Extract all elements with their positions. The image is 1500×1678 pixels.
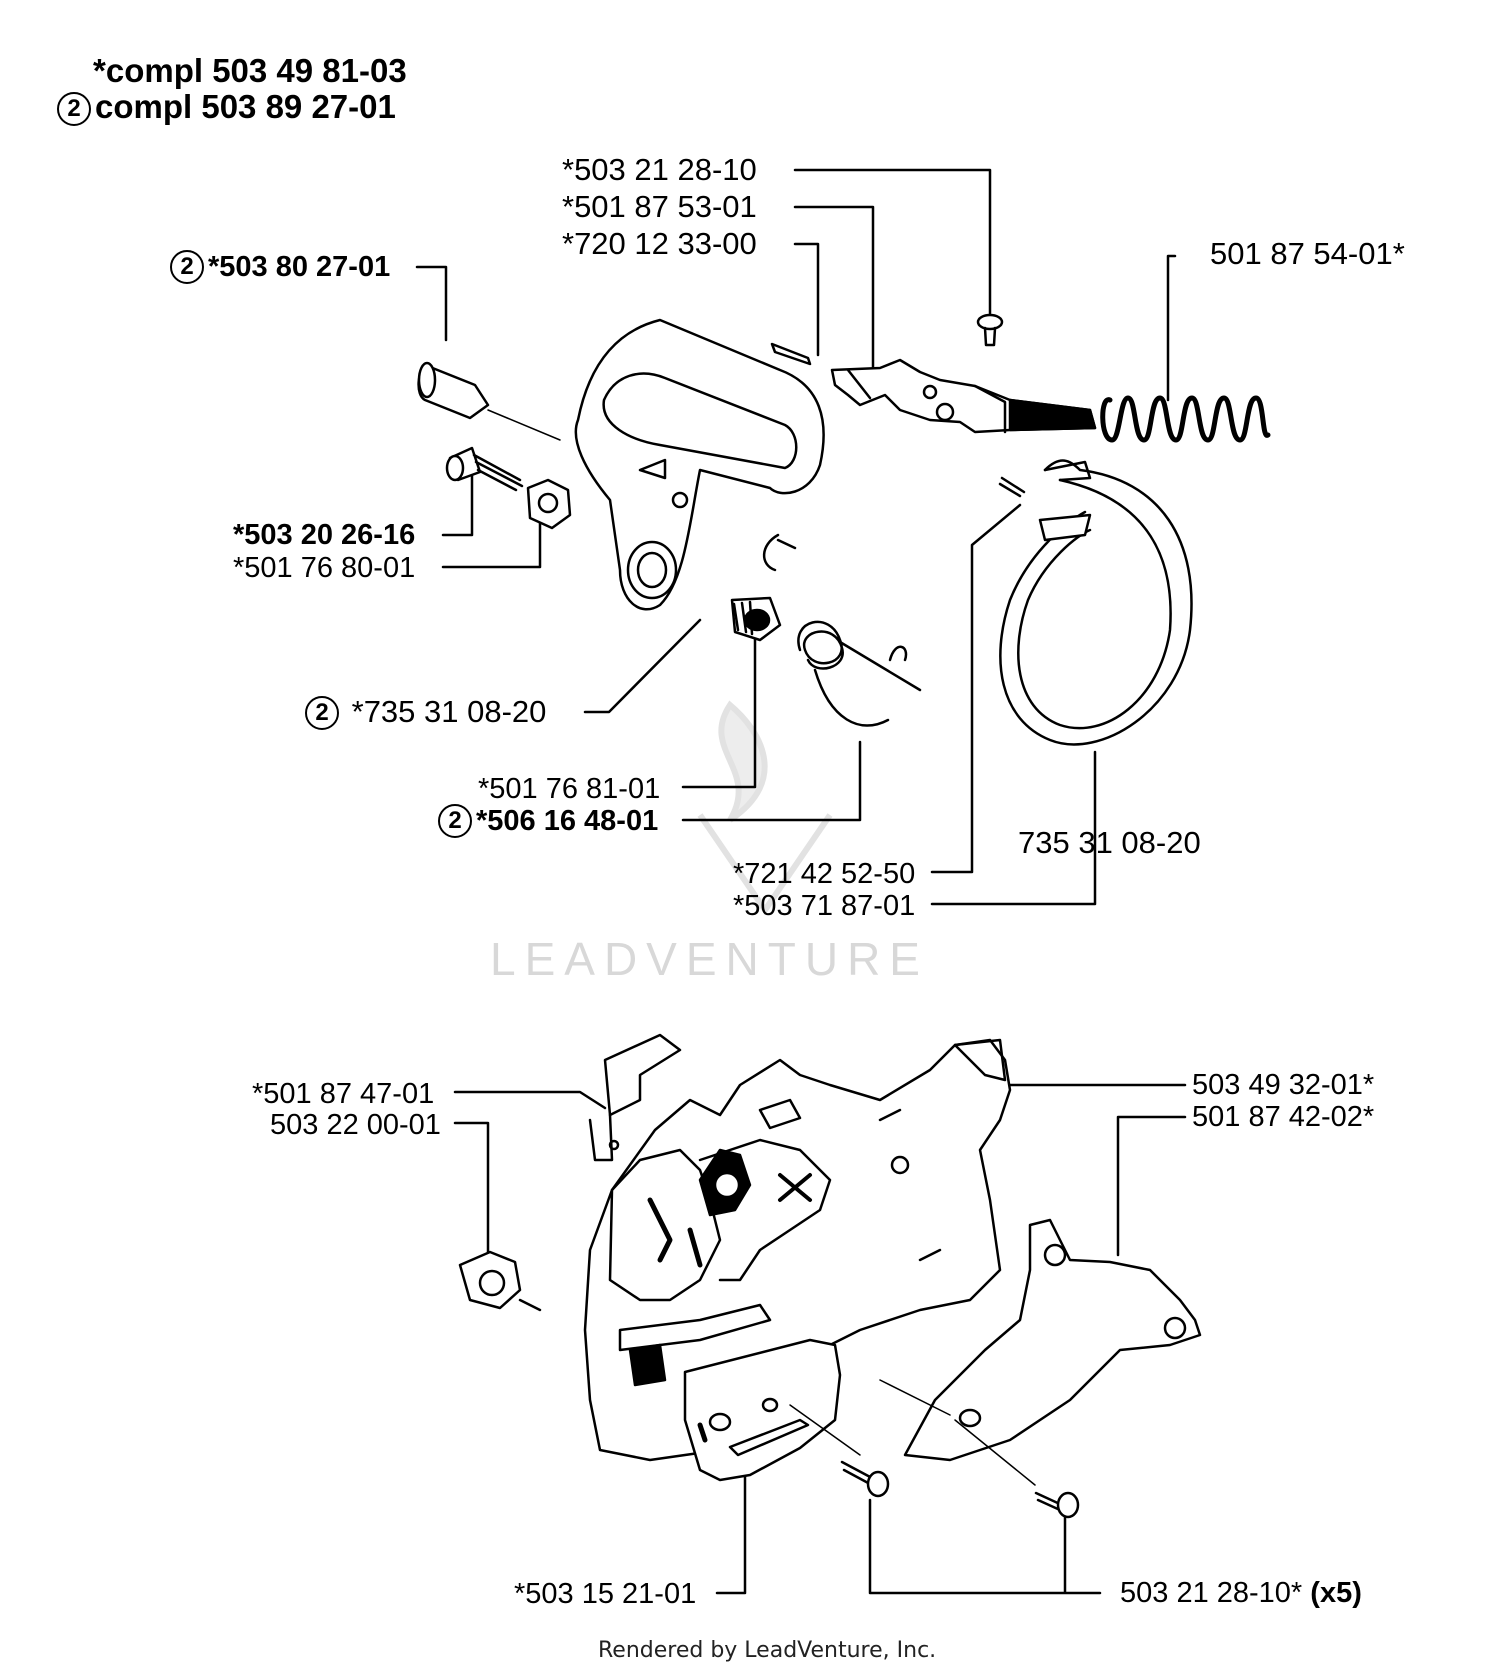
part-label-721-42-52-50: *721 42 52-50 <box>733 858 916 890</box>
leader-501768101 <box>681 623 757 789</box>
part-label-503-71-87-01: *503 71 87-01 <box>733 890 916 922</box>
part-label-503-15-21-01: *503 15 21-01 <box>514 1578 697 1610</box>
leader-506164801 <box>681 740 862 822</box>
brake-band-part <box>999 459 1193 746</box>
sleeve-part <box>417 361 561 441</box>
circlip-part <box>762 533 797 572</box>
lever-screw-part <box>976 313 1004 347</box>
part-label-501-87-47-01: *501 87 47-01 <box>252 1078 435 1110</box>
part-label-501-87-53-01: *501 87 53-01 <box>562 189 757 224</box>
circled-2-marker: 2 <box>57 92 91 126</box>
part-label-503-80-27-01: 2*503 80 27-01 <box>170 250 390 284</box>
screw-part <box>445 446 524 492</box>
leader-503718701 <box>930 750 1097 906</box>
part-label-503-21-28-10: *503 21 28-10 <box>562 152 757 187</box>
leader-721425250 <box>930 503 1022 874</box>
compl-label-2-text: compl 503 89 27-01 <box>95 88 396 125</box>
circled-2-marker: 2 <box>305 696 339 730</box>
part-label-735-31-08-20-a-text: *735 31 08-20 <box>351 694 547 729</box>
part-label-503-21-28-10-b-text: 503 21 28-10* <box>1120 1577 1303 1609</box>
leader-503802701 <box>415 265 448 342</box>
leader-501875301 <box>793 205 875 380</box>
brake-lever-part <box>770 342 1097 434</box>
part-label-501-76-80-01: *501 76 80-01 <box>233 552 416 584</box>
part-label-735-31-08-20-b: 735 31 08-20 <box>1018 825 1201 860</box>
leader-501874202 <box>1116 1115 1187 1257</box>
leader-503220001 <box>453 1121 490 1262</box>
part-label-503-49-32-01: 503 49 32-01* <box>1192 1069 1375 1101</box>
cover-screw-part <box>840 1460 1080 1519</box>
leader-501874701 <box>453 1090 607 1110</box>
part-label-501-87-42-02: 501 87 42-02* <box>1192 1101 1375 1133</box>
part-label-506-16-48-01: 2*506 16 48-01 <box>438 804 658 838</box>
leader-735310820a <box>583 618 702 714</box>
part-label-503-20-26-16: *503 20 26-16 <box>233 519 416 551</box>
leader-503152101 <box>715 1448 747 1595</box>
compression-spring-part <box>1100 395 1271 443</box>
leader-720123300 <box>793 242 820 357</box>
leader-503202616 <box>441 463 474 537</box>
footer-credit: Rendered by LeadVenture, Inc. <box>598 1638 937 1663</box>
circled-2-marker: 2 <box>438 804 472 838</box>
part-label-503-80-27-01-text: *503 80 27-01 <box>208 251 391 283</box>
leader-501875401 <box>1166 254 1177 402</box>
nut-part <box>526 478 572 530</box>
part-label-735-31-08-20-a: 2 *735 31 08-20 <box>305 695 546 730</box>
brake-handle-part <box>574 318 825 611</box>
compl-label-1: *compl 503 49 81-03 <box>93 52 407 89</box>
leader-dashed <box>789 1379 1036 1486</box>
part-label-503-21-28-10-b: 503 21 28-10* (x5) <box>1120 1576 1362 1610</box>
watermark-text: LEADVENTURE <box>490 933 929 985</box>
part-label-501-76-81-01: *501 76 81-01 <box>478 773 661 805</box>
torsion-spring-part <box>797 620 922 727</box>
leader-501768001 <box>441 513 542 569</box>
rear-cover-part <box>903 1218 1202 1462</box>
part-label-720-12-33-00: *720 12 33-00 <box>562 226 757 261</box>
pivot-bolt-part <box>730 596 782 642</box>
part-label-506-16-48-01-text: *506 16 48-01 <box>476 805 659 837</box>
part-label-501-87-54-01: 501 87 54-01* <box>1210 236 1405 271</box>
chain-catcher-part <box>588 1033 682 1162</box>
bar-nut-part <box>458 1250 542 1312</box>
leader-503212810 <box>793 168 992 322</box>
pin-part <box>998 476 1026 498</box>
leader-503212810b <box>868 1498 1102 1595</box>
quantity-x5: (x5) <box>1310 1577 1362 1609</box>
guide-plate-part <box>683 1338 842 1482</box>
part-label-503-22-00-01: 503 22 00-01 <box>270 1109 441 1141</box>
circled-2-marker: 2 <box>170 250 204 284</box>
clutch-cover-part <box>583 1038 1012 1462</box>
leader-503493201 <box>988 1076 1187 1087</box>
